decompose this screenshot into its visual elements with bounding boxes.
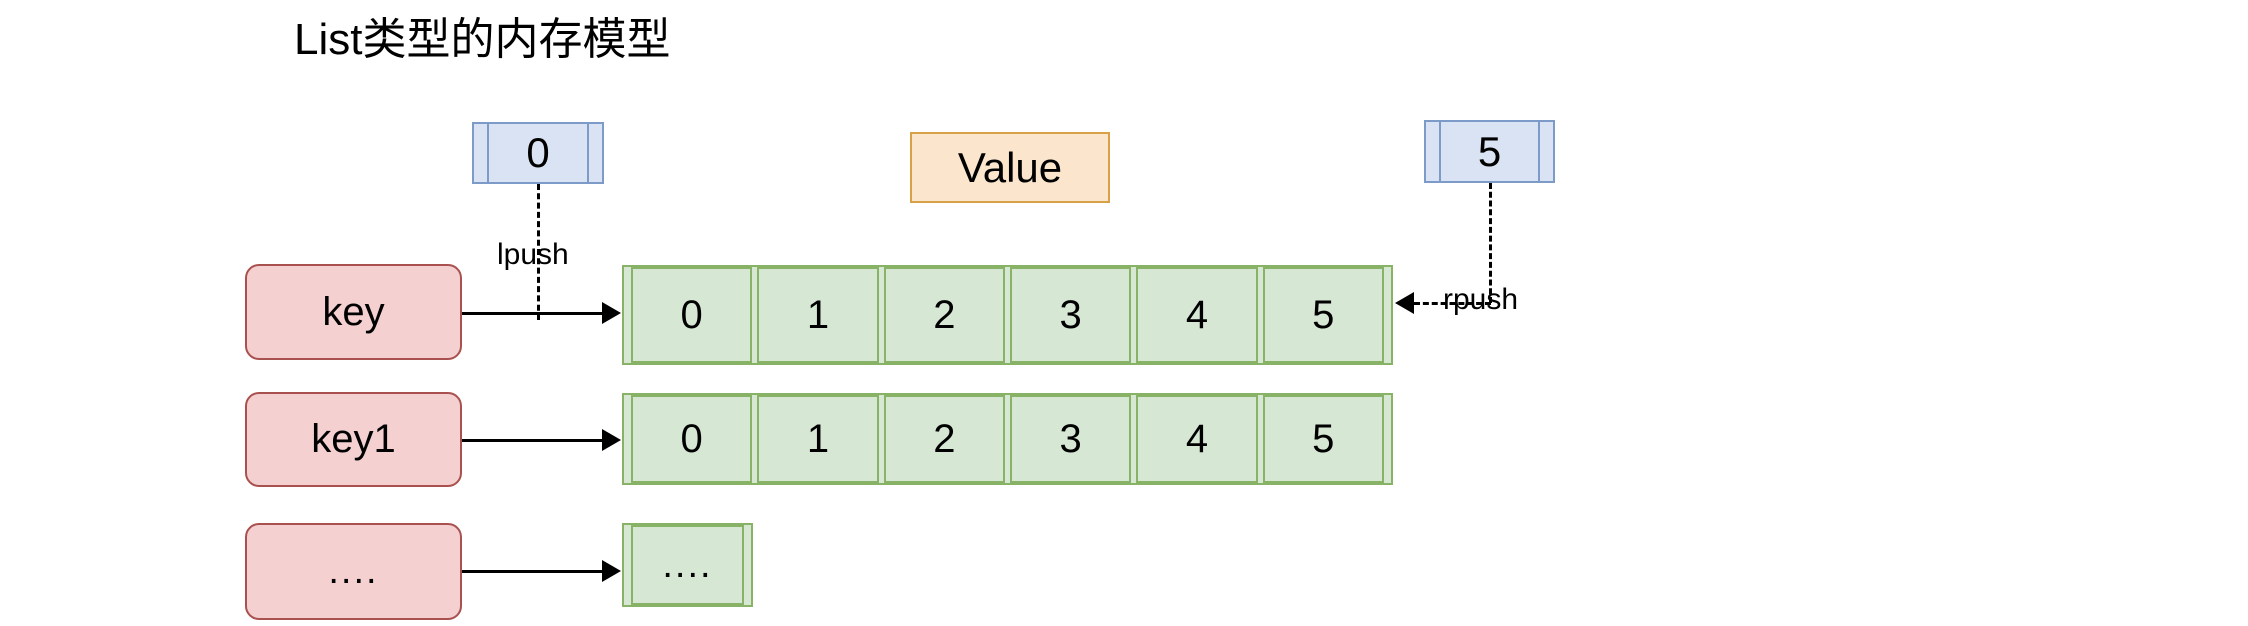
key-to-list-arrowhead-row-1 xyxy=(602,429,621,451)
page-title: List类型的内存模型 xyxy=(294,15,671,64)
list-cell: 2 xyxy=(883,395,1005,483)
list-cell: 4 xyxy=(1136,267,1258,363)
list-cell: 1 xyxy=(757,267,879,363)
list-container-row-0: 0 1 2 3 4 5 xyxy=(622,265,1393,365)
tail-index-box: 5 xyxy=(1424,120,1555,183)
list-cell: 1 xyxy=(757,395,879,483)
lpush-connector xyxy=(537,184,540,320)
key-box-row-0: key xyxy=(245,264,462,360)
key-to-list-arrowhead-row-0 xyxy=(602,302,621,324)
tail-index-label: 5 xyxy=(1477,127,1502,175)
rpush-label: rpush xyxy=(1443,283,1519,316)
list-cell-value: 0 xyxy=(680,292,703,337)
list-cell-value: 4 xyxy=(1185,292,1209,337)
list-container-row-2: .... xyxy=(622,523,753,607)
list-cell: 2 xyxy=(883,267,1005,363)
list-container-row-1: 0 1 2 3 4 5 xyxy=(622,393,1393,485)
list-cell: 4 xyxy=(1136,395,1258,483)
key-to-list-line-row-0 xyxy=(462,312,604,315)
key-label: key xyxy=(322,289,385,334)
list-cell-value: 2 xyxy=(933,416,956,461)
list-cell: 3 xyxy=(1009,395,1132,483)
list-cell: 0 xyxy=(631,395,753,483)
cell-divider-left xyxy=(1439,122,1441,181)
list-cell-value: 3 xyxy=(1059,292,1082,337)
list-cell-value: 1 xyxy=(806,292,830,337)
lpush-label: lpush xyxy=(497,238,569,271)
list-cell: 3 xyxy=(1009,267,1132,363)
head-index-box: 0 xyxy=(472,122,604,184)
cell-divider-left xyxy=(487,124,489,182)
list-cell: .... xyxy=(631,525,744,605)
key-box-row-1: key1 xyxy=(245,392,462,487)
list-cell-value: .... xyxy=(662,543,713,586)
cell-divider-right xyxy=(587,124,589,182)
key-label: key1 xyxy=(311,417,396,461)
key-box-row-2: .... xyxy=(245,523,462,620)
list-cell-value: 0 xyxy=(680,416,703,461)
key-label: .... xyxy=(328,550,379,592)
list-cell-value: 3 xyxy=(1059,416,1082,461)
list-cell: 5 xyxy=(1262,395,1384,483)
list-cell: 5 xyxy=(1262,267,1384,363)
list-cell-value: 5 xyxy=(1312,292,1335,337)
rpush-connector-vertical xyxy=(1489,183,1492,303)
value-legend-box: Value xyxy=(910,132,1110,203)
rpush-connector-horizontal xyxy=(1414,302,1491,305)
list-cell-value: 4 xyxy=(1185,416,1209,461)
list-cell: 0 xyxy=(631,267,753,363)
value-legend-label: Value xyxy=(957,143,1063,191)
key-to-list-line-row-1 xyxy=(462,439,604,442)
rpush-arrowhead xyxy=(1395,292,1414,314)
key-to-list-line-row-2 xyxy=(462,570,604,573)
head-index-label: 0 xyxy=(526,129,550,176)
cell-divider-right xyxy=(1538,122,1540,181)
key-to-list-arrowhead-row-2 xyxy=(602,560,621,582)
list-cell-value: 1 xyxy=(806,416,830,461)
list-cell-value: 2 xyxy=(933,292,956,337)
list-cell-value: 5 xyxy=(1312,416,1335,461)
